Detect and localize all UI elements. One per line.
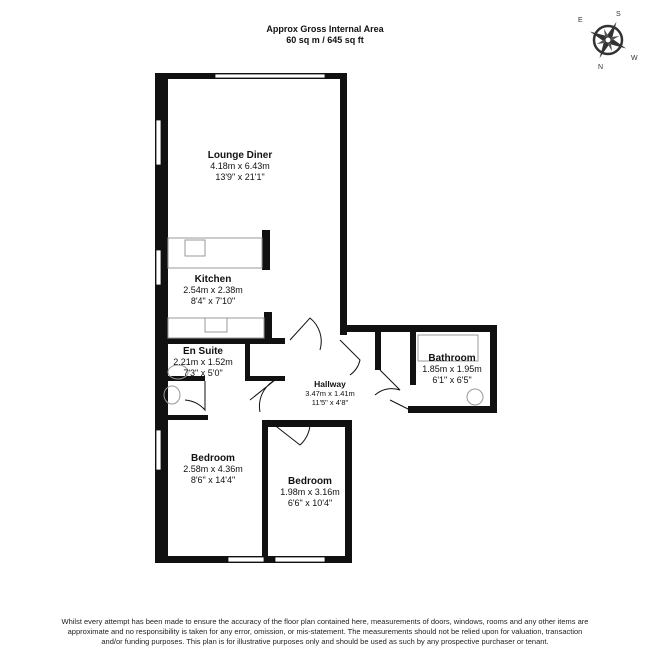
compass-n: N (598, 64, 603, 71)
area-value: 60 sq m / 645 sq ft (286, 35, 364, 45)
compass-rose-icon: S W N E (578, 11, 638, 71)
door-swings (184, 317, 411, 446)
fixtures (163, 237, 484, 406)
compass-s: S (616, 11, 621, 18)
disclaimer: Whilst every attempt has been made to en… (61, 617, 589, 646)
compass-w: W (631, 55, 638, 62)
area-header: Approx Gross Internal Area 60 sq m / 645… (0, 24, 650, 46)
windows (155, 73, 326, 563)
area-title: Approx Gross Internal Area (266, 24, 384, 34)
compass-e: E (578, 17, 583, 24)
